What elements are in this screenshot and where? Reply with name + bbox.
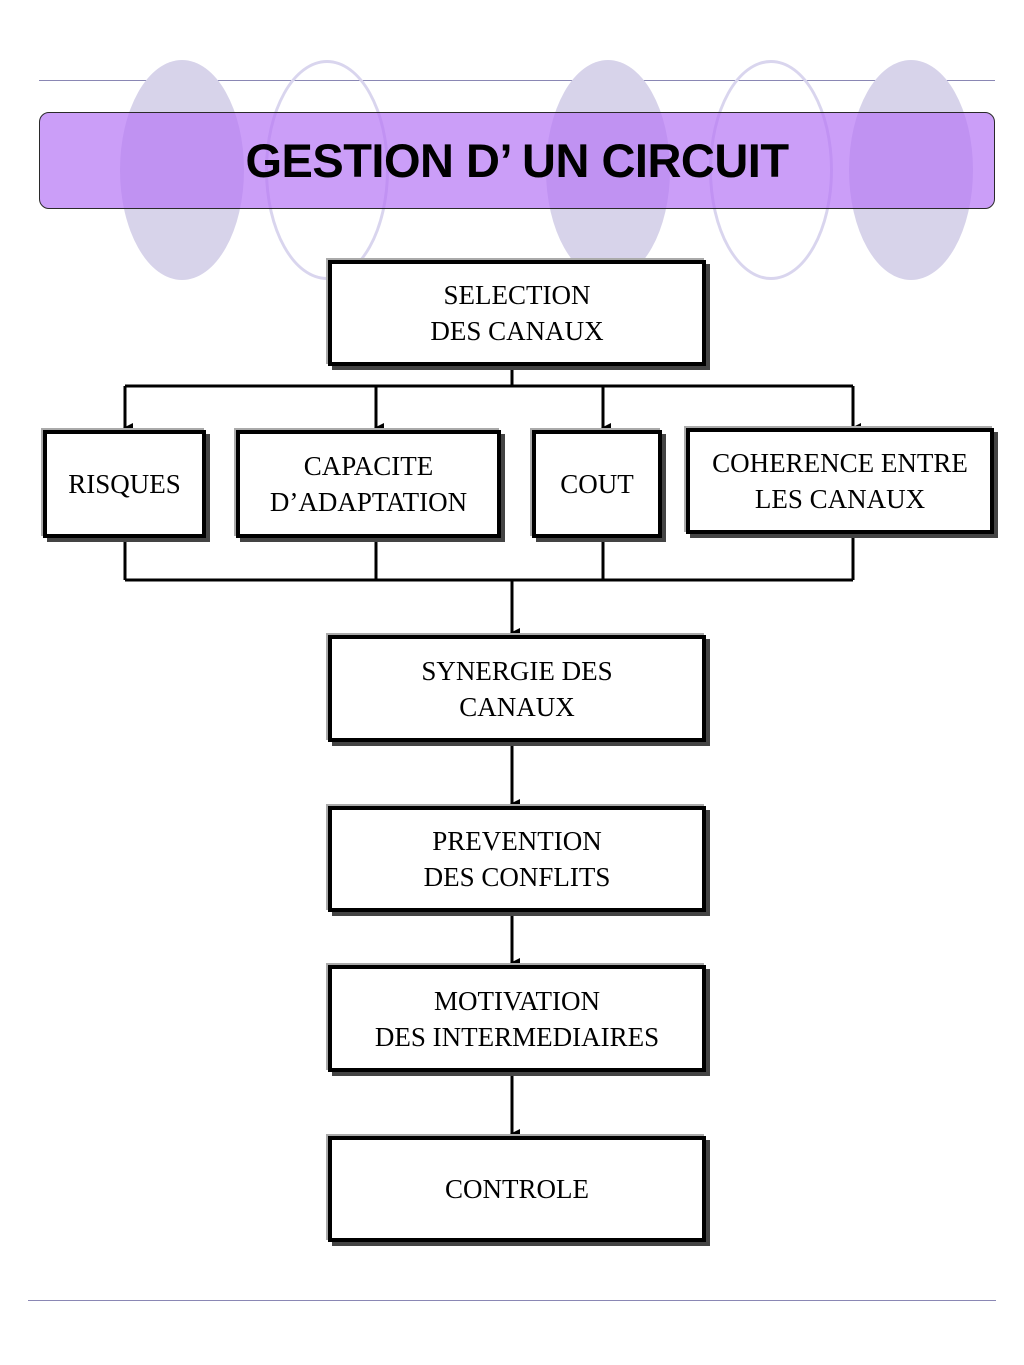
node-synergie-des-canaux: SYNERGIE DES CANAUX bbox=[328, 635, 706, 742]
node-coherence-label: COHERENCE ENTRE LES CANAUX bbox=[712, 448, 968, 514]
node-cout: COUT bbox=[532, 430, 662, 538]
bottom-rule bbox=[28, 1300, 996, 1301]
node-selection-label: SELECTION DES CANAUX bbox=[430, 280, 604, 346]
node-prevention-label: PREVENTION DES CONFLITS bbox=[423, 826, 611, 892]
node-capacite-adaptation: CAPACITE D’ADAPTATION bbox=[236, 430, 501, 538]
title-banner: GESTION D’ UN CIRCUIT bbox=[39, 112, 995, 209]
top-rule bbox=[39, 80, 995, 81]
node-risques: RISQUES bbox=[43, 430, 206, 538]
node-prevention-des-conflits: PREVENTION DES CONFLITS bbox=[328, 806, 706, 912]
node-controle-label: CONTROLE bbox=[445, 1174, 589, 1204]
page-title: GESTION D’ UN CIRCUIT bbox=[245, 134, 789, 187]
node-controle: CONTROLE bbox=[328, 1136, 706, 1242]
node-motivation-label: MOTIVATION DES INTERMEDIAIRES bbox=[374, 985, 660, 1052]
node-cout-label: COUT bbox=[560, 469, 634, 499]
node-capacite-label: CAPACITE D’ADAPTATION bbox=[269, 451, 468, 517]
node-coherence-entre-canaux: COHERENCE ENTRE LES CANAUX bbox=[686, 428, 994, 534]
node-synergie-label: SYNERGIE DES CANAUX bbox=[421, 655, 613, 722]
node-motivation-des-intermediaires: MOTIVATION DES INTERMEDIAIRES bbox=[328, 965, 706, 1072]
node-risques-label: RISQUES bbox=[68, 469, 181, 499]
node-selection-des-canaux: SELECTION DES CANAUX bbox=[328, 260, 706, 366]
